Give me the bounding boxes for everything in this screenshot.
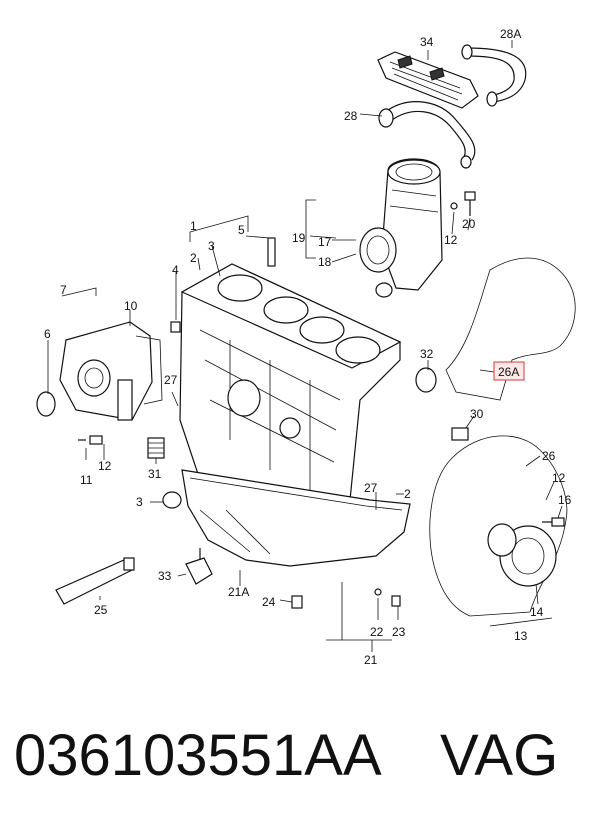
- callout-30: 30: [470, 407, 484, 421]
- breather-hose-28a: [461, 44, 527, 107]
- cap-32: [415, 367, 437, 393]
- callout-4: 4: [172, 263, 179, 277]
- bolt-16: [542, 517, 565, 527]
- callout-3b: 3: [136, 495, 143, 509]
- callout-28: 28: [344, 109, 358, 123]
- callout-20: 20: [462, 217, 476, 231]
- callout-3a: 3: [208, 239, 215, 253]
- brand-name: VAG: [440, 723, 559, 788]
- bolt-22-23: [374, 588, 401, 607]
- breather-hose-28: [378, 101, 476, 169]
- bolt-11: [78, 435, 103, 445]
- callout-34: 34: [420, 35, 434, 49]
- callout-11: 11: [80, 473, 93, 487]
- callout-labels: 34 28A 28 20 12 19 17 18 1 2 3 5 4 7 10 …: [44, 27, 572, 667]
- callout-5: 5: [238, 223, 245, 237]
- callout-22: 22: [370, 625, 384, 639]
- oil-filter-housing-part: [359, 158, 443, 298]
- callout-14: 14: [530, 605, 544, 619]
- leader-lines: [47, 40, 563, 652]
- callout-19: 19: [292, 231, 306, 245]
- callout-12a: 12: [444, 233, 458, 247]
- engine-block-exploded-diagram: 34 28A 28 20 12 19 17 18 1 2 3 5 4 7 10 …: [36, 27, 576, 667]
- callout-26a: 26A: [498, 365, 519, 379]
- callout-21a: 21A: [228, 585, 249, 599]
- plug-4: [170, 321, 181, 333]
- callout-24: 24: [262, 595, 276, 609]
- callout-21: 21: [364, 653, 378, 667]
- callout-12b: 12: [98, 459, 112, 473]
- oil-separator-part: [377, 51, 479, 109]
- callout-31: 31: [148, 467, 162, 481]
- callout-33: 33: [158, 569, 172, 583]
- callout-26: 26: [542, 449, 556, 463]
- oring-3: [162, 491, 182, 509]
- callout-2b: 2: [404, 487, 411, 501]
- callout-1: 1: [190, 219, 197, 233]
- oil-pan-part: [181, 469, 411, 567]
- callout-2a: 2: [190, 251, 197, 265]
- spring-31: [147, 437, 165, 459]
- rear-sealing-flange-13: [487, 523, 557, 587]
- callout-10: 10: [124, 299, 138, 313]
- callout-25: 25: [94, 603, 108, 617]
- dowel-pin-5: [267, 237, 276, 267]
- callout-12c: 12: [552, 471, 566, 485]
- part-number: 036103551AA: [14, 723, 382, 788]
- callout-13: 13: [514, 629, 528, 643]
- callout-6: 6: [44, 327, 51, 341]
- intermediate-plate-26a: [445, 257, 576, 401]
- callout-23: 23: [392, 625, 406, 639]
- callout-27a: 27: [164, 373, 178, 387]
- callout-28a: 28A: [500, 27, 521, 41]
- sleeve-30: [451, 427, 469, 441]
- callout-32: 32: [420, 347, 434, 361]
- drain-plug-24: [291, 595, 303, 609]
- callout-17: 17: [318, 235, 332, 249]
- bolt-20: [450, 191, 476, 216]
- callout-16: 16: [558, 493, 572, 507]
- callout-18: 18: [318, 255, 332, 269]
- callout-26a-highlight: [493, 361, 525, 381]
- sealant-tube-25: [55, 557, 135, 605]
- callout-27b: 27: [364, 481, 378, 495]
- front-sealing-flange-part: [36, 321, 163, 421]
- oil-level-sensor-33: [185, 548, 213, 585]
- crank-oil-seal-27: [227, 379, 261, 417]
- callout-7: 7: [60, 283, 67, 297]
